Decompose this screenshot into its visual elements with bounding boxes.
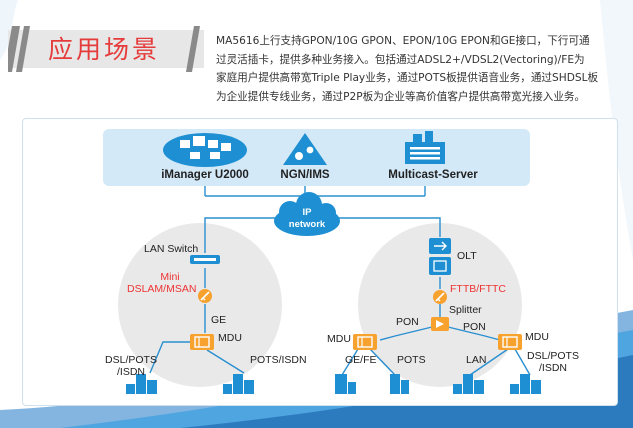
title-banner	[8, 26, 204, 72]
cloud-label-ip: IP	[302, 207, 312, 218]
olt-label: OLT	[457, 250, 477, 262]
building-icon	[223, 374, 254, 394]
mini-dslam-icon	[198, 289, 212, 303]
building-icon	[335, 374, 356, 394]
ngn-ims-server-icon	[283, 133, 327, 165]
pon-right-label: PON	[463, 321, 486, 333]
pon-mdu-right-icon	[498, 334, 522, 350]
building-icons	[126, 374, 541, 394]
left-dsl-pots-label-1: DSL/POTS	[105, 354, 157, 366]
splitter-icon	[431, 317, 449, 331]
left-mdu-label: MDU	[218, 332, 242, 344]
right-dsl-pots-label-1: DSL/POTS	[527, 350, 579, 362]
section-title: 应用场景	[48, 35, 161, 64]
imanager-server-icon	[163, 133, 247, 167]
connection-lines	[149, 186, 531, 376]
lan-switch-label: LAN Switch	[144, 243, 199, 255]
left-zone-circle	[118, 223, 282, 387]
right-dsl-pots-label-2: /ISDN	[538, 362, 567, 374]
pon-left-label: PON	[396, 316, 419, 328]
ip-network-cloud-icon	[274, 192, 340, 236]
multicast-server-icon	[405, 131, 445, 164]
left-mdu-icon	[190, 334, 214, 350]
pots-isdn-label: POTS/ISDN	[250, 354, 307, 366]
ge-fe-label: GE/FE	[345, 354, 377, 366]
intro-line: 为企业提供专线业务，通过P2P板为企业等高价值客户提供高带宽光接入业务。	[216, 90, 586, 103]
pon-mdu-left-label: MDU	[327, 333, 351, 345]
intro-paragraph: MA5616上行支持GPON/10G GPON、EPON/10G EPON和GE…	[216, 32, 626, 106]
left-dsl-pots-label-2: /ISDN	[116, 366, 145, 378]
intro-line: 过灵活插卡，提供多种业务接入。包括通过ADSL2+/VDSL2(Vectorin…	[216, 53, 585, 66]
fttb-node-icon	[433, 290, 447, 304]
pon-mdu-left-icon	[353, 334, 377, 350]
lan-label: LAN	[466, 354, 487, 366]
building-icon	[453, 374, 484, 394]
lan-switch-icon	[190, 255, 220, 264]
olt-icon	[429, 238, 451, 275]
mini-dslam-label-2: DSLAM/MSAN	[127, 283, 197, 295]
pots-label: POTS	[397, 354, 426, 366]
building-icon	[510, 374, 541, 394]
ge-label: GE	[211, 314, 227, 326]
splitter-label: Splitter	[449, 304, 482, 316]
building-icon	[126, 374, 157, 394]
ngn-ims-label: NGN/IMS	[280, 169, 330, 181]
pon-mdu-right-label: MDU	[525, 331, 549, 343]
building-icon	[390, 374, 409, 394]
intro-line: 家庭用户提供高带宽Triple Play业务，通过POTS板提供语音业务，通过S…	[216, 72, 599, 84]
mini-dslam-label-1: Mini	[160, 271, 180, 283]
cloud-label-network: network	[288, 219, 326, 230]
imanager-label: iManager U2000	[161, 169, 249, 181]
fttb-fttc-label: FTTB/FTTC	[450, 283, 506, 295]
multicast-server-label: Multicast-Server	[388, 169, 478, 181]
intro-line: MA5616上行支持GPON/10G GPON、EPON/10G EPON和GE…	[216, 35, 590, 47]
